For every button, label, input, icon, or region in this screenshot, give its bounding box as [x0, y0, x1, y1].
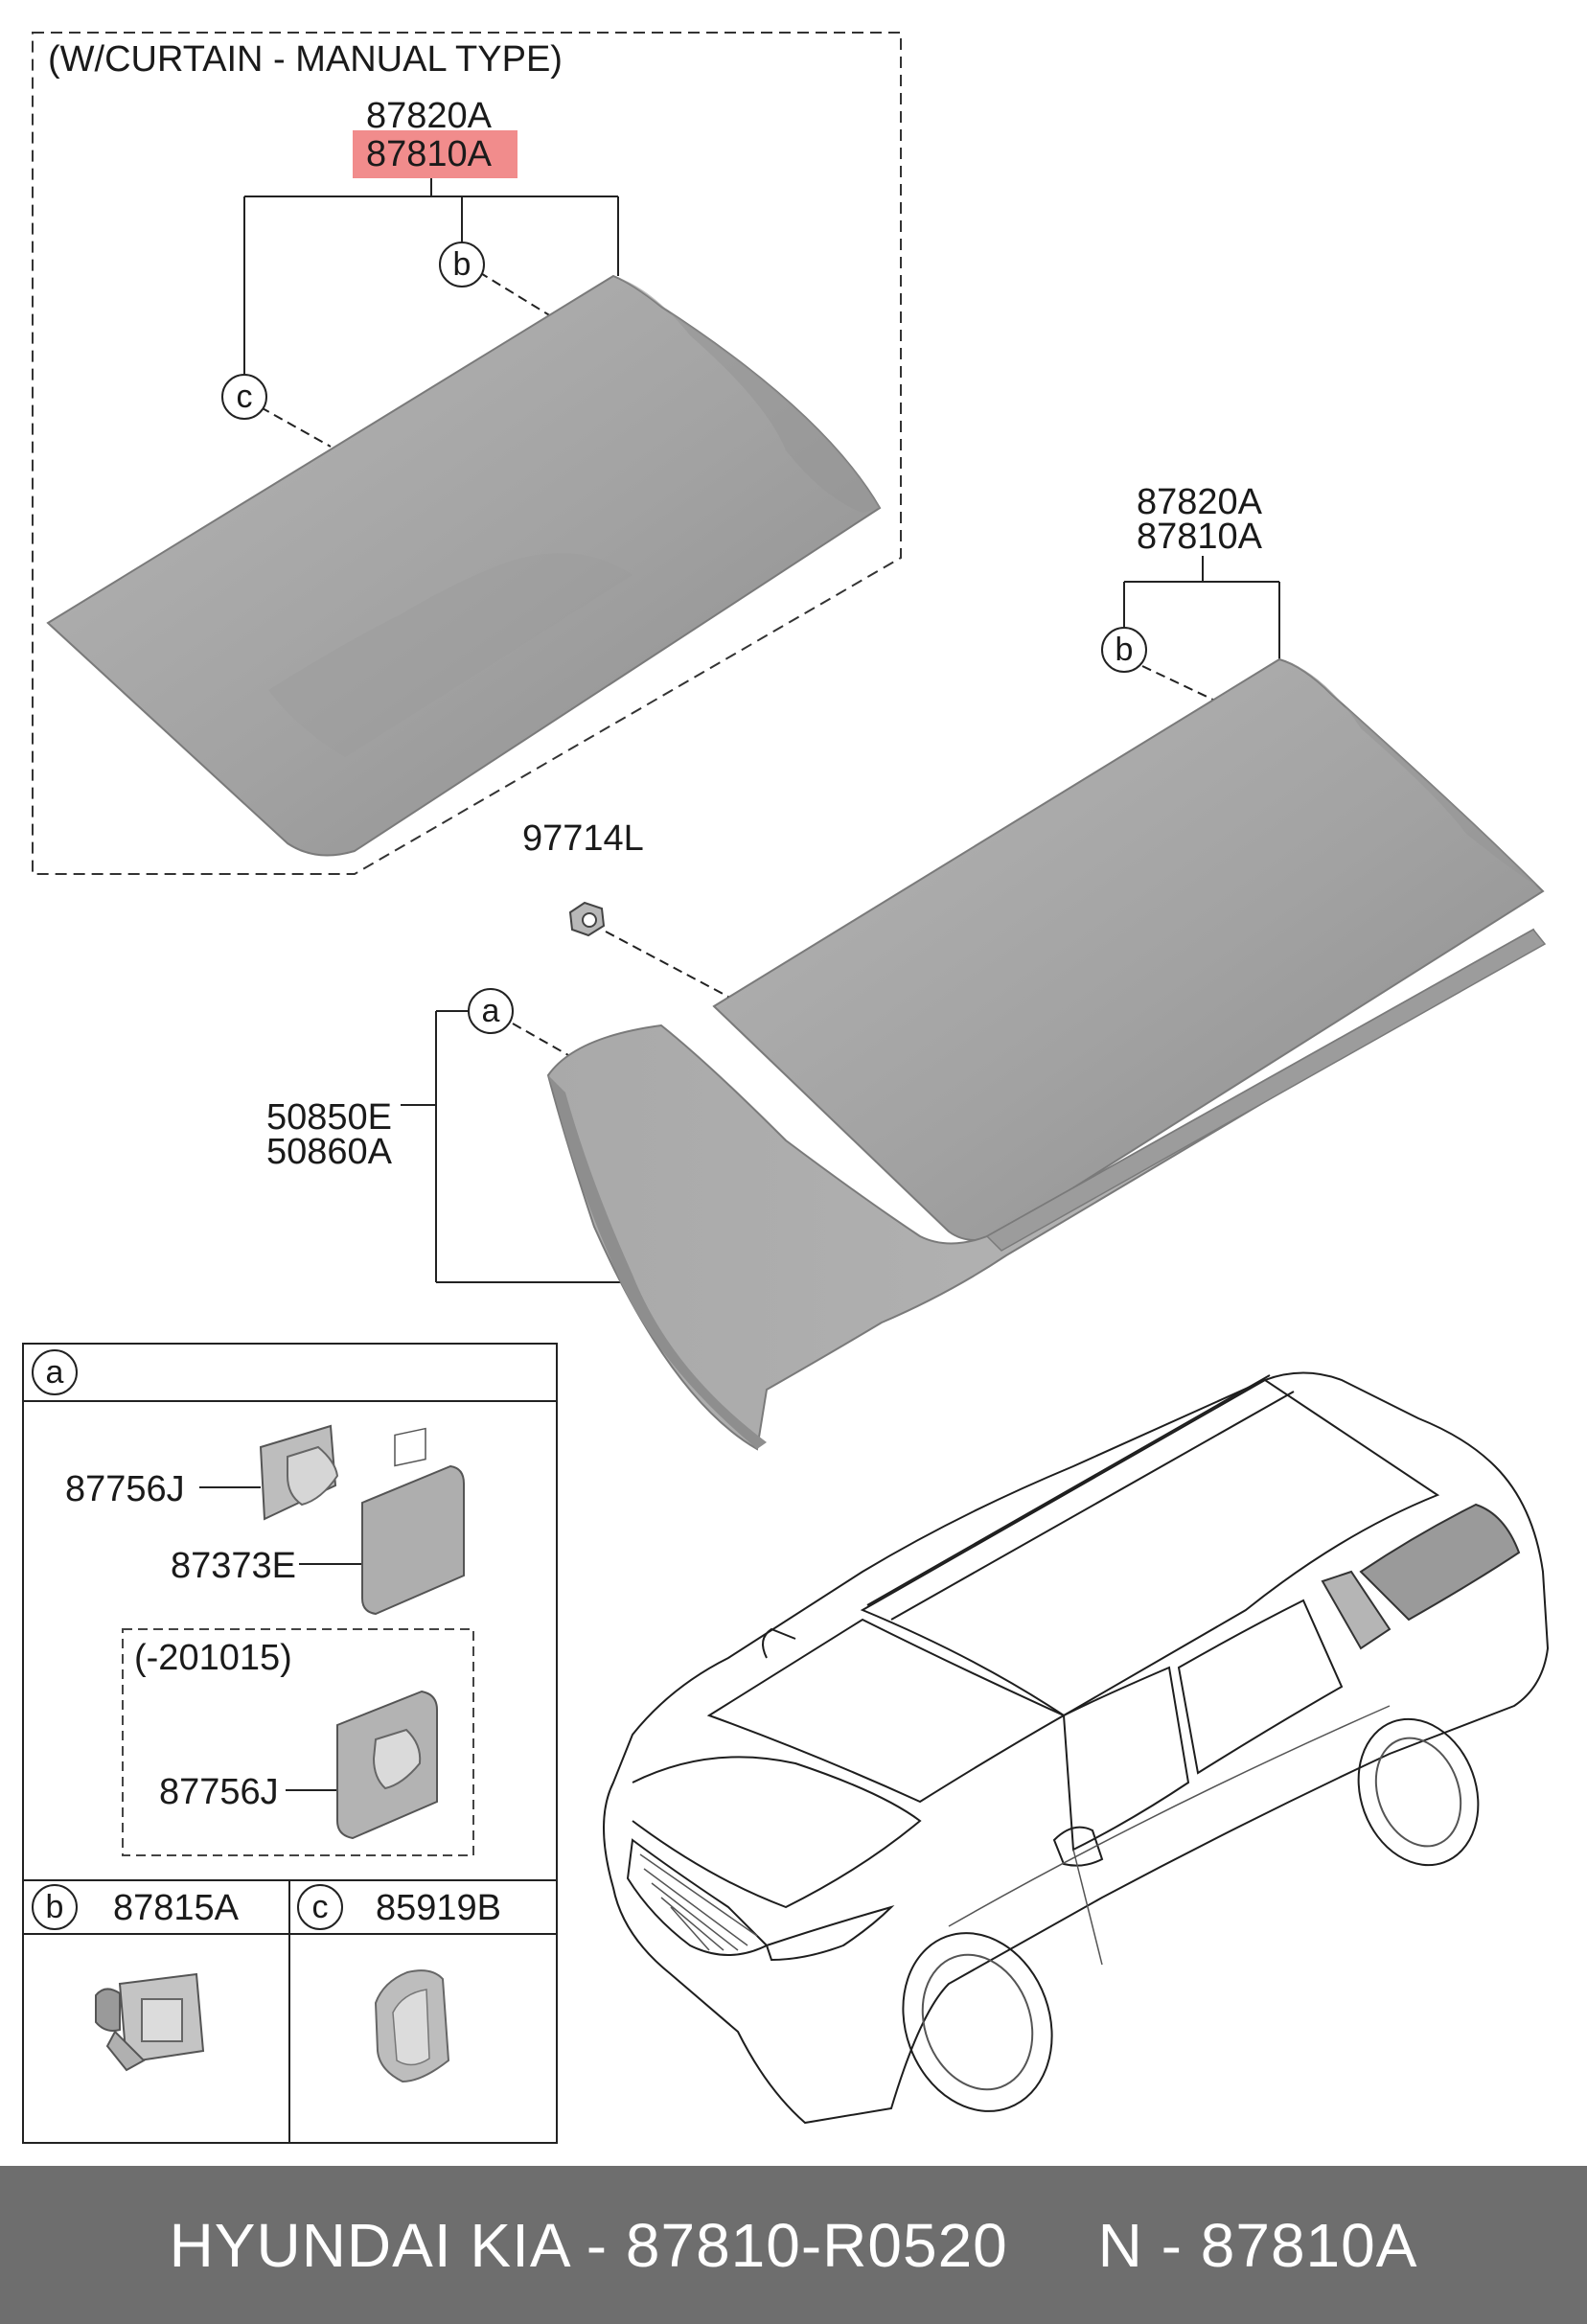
- svg-text:b: b: [453, 246, 472, 283]
- nut-group: 97714L: [522, 818, 729, 998]
- footer-bar: HYUNDAI KIA - 87810-R0520 N - 87810A: [0, 2166, 1587, 2324]
- highlight-box: [353, 130, 518, 178]
- parts-diagram: (W/CURTAIN - MANUAL TYPE) 87820A 87810A …: [22, 32, 1550, 2144]
- main-part-top: 87820A: [1137, 482, 1263, 522]
- variant-leader-lines: [243, 178, 619, 448]
- detail-b-part: 87815A: [113, 1888, 240, 1928]
- clip-c-icon: [374, 1969, 450, 2083]
- curtain-glass-panel: [46, 274, 882, 857]
- variant-box-border: [32, 32, 902, 875]
- moulding-group: a 50850E 50860A: [266, 928, 1547, 1451]
- pad-icon: [361, 1427, 465, 1616]
- clip-b-icon: [95, 1972, 205, 2072]
- main-leader-lines: [1123, 556, 1280, 702]
- nut-icon: [568, 901, 606, 937]
- main-glass-group: 87820A 87810A b: [712, 482, 1545, 1241]
- nut-part: 97714L: [522, 818, 644, 859]
- main-part-bottom: 87810A: [1137, 517, 1263, 557]
- svg-text:a: a: [46, 1354, 64, 1391]
- svg-text:c: c: [237, 379, 253, 415]
- variant-box-title: (W/CURTAIN - MANUAL TYPE): [48, 39, 563, 80]
- vehicle-illustration: [603, 1371, 1550, 2125]
- footer-brand-part: HYUNDAI KIA - 87810-R0520: [169, 2210, 1008, 2280]
- detail-b-header: b: [32, 1884, 78, 1930]
- callout-b-variant: b: [439, 242, 485, 288]
- svg-text:c: c: [312, 1889, 329, 1925]
- clip-icon: [259, 1424, 339, 1521]
- svg-text:b: b: [46, 1889, 64, 1925]
- clip-variant-icon: [336, 1690, 438, 1840]
- detail-a-clip-label: 87756J: [65, 1469, 185, 1509]
- callout-a-main: a: [468, 988, 514, 1034]
- detail-a-header: a: [32, 1349, 78, 1395]
- footer-ref: N - 87810A: [1097, 2210, 1418, 2280]
- moulding-panel: [546, 928, 1547, 1451]
- variant-box: (W/CURTAIN - MANUAL TYPE) 87820A 87810A …: [32, 32, 902, 875]
- svg-text:b: b: [1116, 632, 1134, 668]
- variant-part-top: 87820A: [366, 96, 493, 136]
- detail-a-variant-label: (-201015): [134, 1638, 292, 1678]
- main-glass-panel: [712, 657, 1545, 1241]
- moulding-part-top: 50850E: [266, 1097, 392, 1138]
- nut-leader-line: [605, 931, 729, 998]
- detail-c-header: c: [297, 1884, 343, 1930]
- variant-part-highlight: 87810A: [366, 134, 493, 174]
- variant-sub-box: [122, 1628, 474, 1856]
- svg-text:a: a: [482, 993, 500, 1029]
- detail-table: a 87756J 87373E (-201015) 87756J b 87815…: [22, 1343, 558, 2144]
- callout-b-main: b: [1101, 627, 1147, 673]
- detail-c-part: 85919B: [376, 1888, 501, 1928]
- detail-a-pad-label: 87373E: [171, 1546, 296, 1586]
- moulding-part-bottom: 50860A: [266, 1132, 393, 1172]
- footer-gap: [1008, 2210, 1098, 2281]
- detail-a-clip-variant-label: 87756J: [159, 1772, 279, 1812]
- callout-c-variant: c: [221, 374, 267, 420]
